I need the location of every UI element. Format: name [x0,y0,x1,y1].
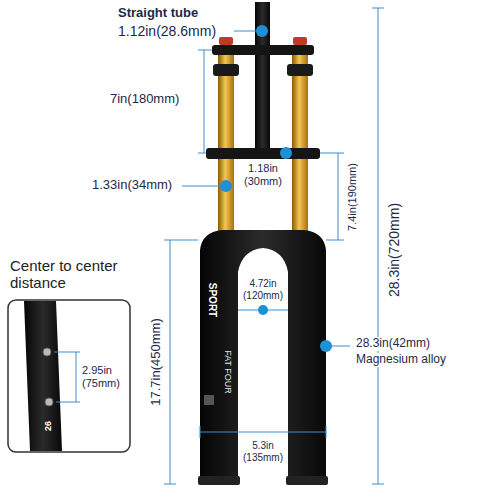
upper-crown [212,45,314,55]
dimension-line [338,153,339,240]
inset-frame [8,300,130,452]
dimension-line [76,352,77,402]
dimension-label: 2.95in (75mm) [82,364,128,389]
marker-dot [220,180,232,192]
preload-cap [293,37,307,45]
model-mark: FAT FOUR [223,350,233,394]
dimension-label: 17.7in(450mm) [149,318,164,405]
material-label: Magnesium alloy [354,353,448,367]
dimension-label: 7in(180mm) [110,92,179,107]
dimension-tick [164,240,198,241]
dimension-label: 4.72in (120mm) [239,278,287,301]
marker-dot [320,340,332,352]
dimension-tick [164,484,176,485]
size-mark: 26 [43,421,53,431]
dimension-label: 28.3in(42mm) [354,337,432,351]
marker-dot [280,147,292,159]
dropout [198,476,240,485]
mount-bolt [43,348,51,356]
dimension-line [378,8,379,484]
caliper-mount [204,395,214,405]
inset-leg [24,301,62,451]
marker-dot [258,305,268,315]
dimension-tick [320,153,344,154]
dimension-tick [326,240,344,241]
dimension-line [200,432,326,433]
dimension-label: 1.33in(34mm) [92,178,172,193]
inset-title: Center to center distance [10,257,140,292]
dimension-tick [198,50,212,51]
brand-mark: SPORT [206,283,218,317]
dimension-label: 28.3in(720mm) [386,203,402,297]
lower-legs [200,230,326,478]
steerer-tube [255,2,270,158]
dimension-line [204,50,205,153]
dimension-tick [198,153,206,154]
dimension-tick [372,484,384,485]
rubber-strap [287,64,313,76]
dimension-tick [372,8,384,9]
marker-dot [256,25,268,37]
leader-line [182,186,226,187]
dimension-label: 7.4in(190mm) [346,163,359,231]
dropout [286,476,328,485]
dimension-tick [200,426,201,438]
lower-crown [206,148,320,159]
mount-bolt [45,398,53,406]
preload-cap [219,37,233,45]
dimension-label: 1.12in(28.6mm) [118,23,216,39]
part-name: Straight tube [118,6,198,21]
rubber-strap [213,64,239,76]
dimension-line [170,240,171,484]
dimension-label: 1.18in (30mm) [240,162,286,187]
dimension-tick [326,426,327,438]
dimension-label: 5.3in (135mm) [239,440,287,463]
